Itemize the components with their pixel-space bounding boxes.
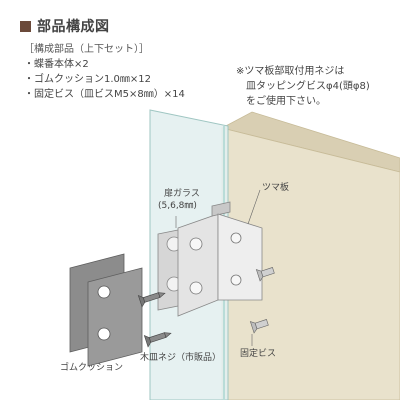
wood-screw: [143, 332, 172, 348]
hinge-clamp-hole: [189, 281, 203, 295]
hinge-panel-leaf: [217, 213, 263, 301]
diagram-title: 部品構成図: [20, 16, 110, 36]
fixing-screw: [249, 319, 269, 334]
parts-item: ・蝶番本体×2: [24, 59, 89, 70]
label-door-glass: 扉ガラス: [164, 189, 200, 199]
hinge-barrel: [211, 201, 231, 217]
hinge-leaf-hole: [230, 232, 242, 244]
wood-screw: [137, 292, 166, 308]
rubber-cushion: [87, 267, 143, 367]
label-glass-sizes: (5,6,8㎜): [158, 201, 197, 211]
screw-note: ※ツマ板部取付用ネジは 皿タッピングビスφ4(頭φ8) をご使用下さい。: [236, 64, 370, 109]
parts-heading: ［構成部品（上下セット）］: [24, 44, 149, 55]
note-line: ※ツマ板部取付用ネジは: [236, 66, 345, 77]
cushion-hole: [97, 285, 111, 299]
title-text: 部品構成図: [37, 19, 110, 35]
hinge-clamp-plate: [177, 213, 219, 317]
parts-list: ［構成部品（上下セット）］ ・蝶番本体×2 ・ゴムクッション1.0㎜×12 ・固…: [24, 42, 185, 102]
hinge-leaf-hole: [230, 274, 242, 286]
parts-item: ・ゴムクッション1.0㎜×12: [24, 74, 152, 85]
hinge-clamp-hole: [189, 237, 203, 251]
note-line: 皿タッピングビスφ4(頭φ8): [246, 81, 370, 92]
label-wood-screw: 木皿ネジ（市販品）: [140, 353, 222, 363]
title-marker: [20, 20, 31, 32]
parts-item: ・固定ビス（皿ビスM5×8㎜）×14: [24, 89, 185, 100]
label-fixing-screw: 固定ビス: [240, 349, 277, 359]
note-line: をご使用下さい。: [246, 96, 326, 107]
label-side-panel: ツマ板: [262, 183, 290, 193]
leader-line: [247, 189, 261, 225]
fixing-screw: [255, 267, 275, 282]
label-rubber-cushion: ゴムクッション: [60, 363, 124, 373]
cushion-hole: [97, 327, 111, 341]
